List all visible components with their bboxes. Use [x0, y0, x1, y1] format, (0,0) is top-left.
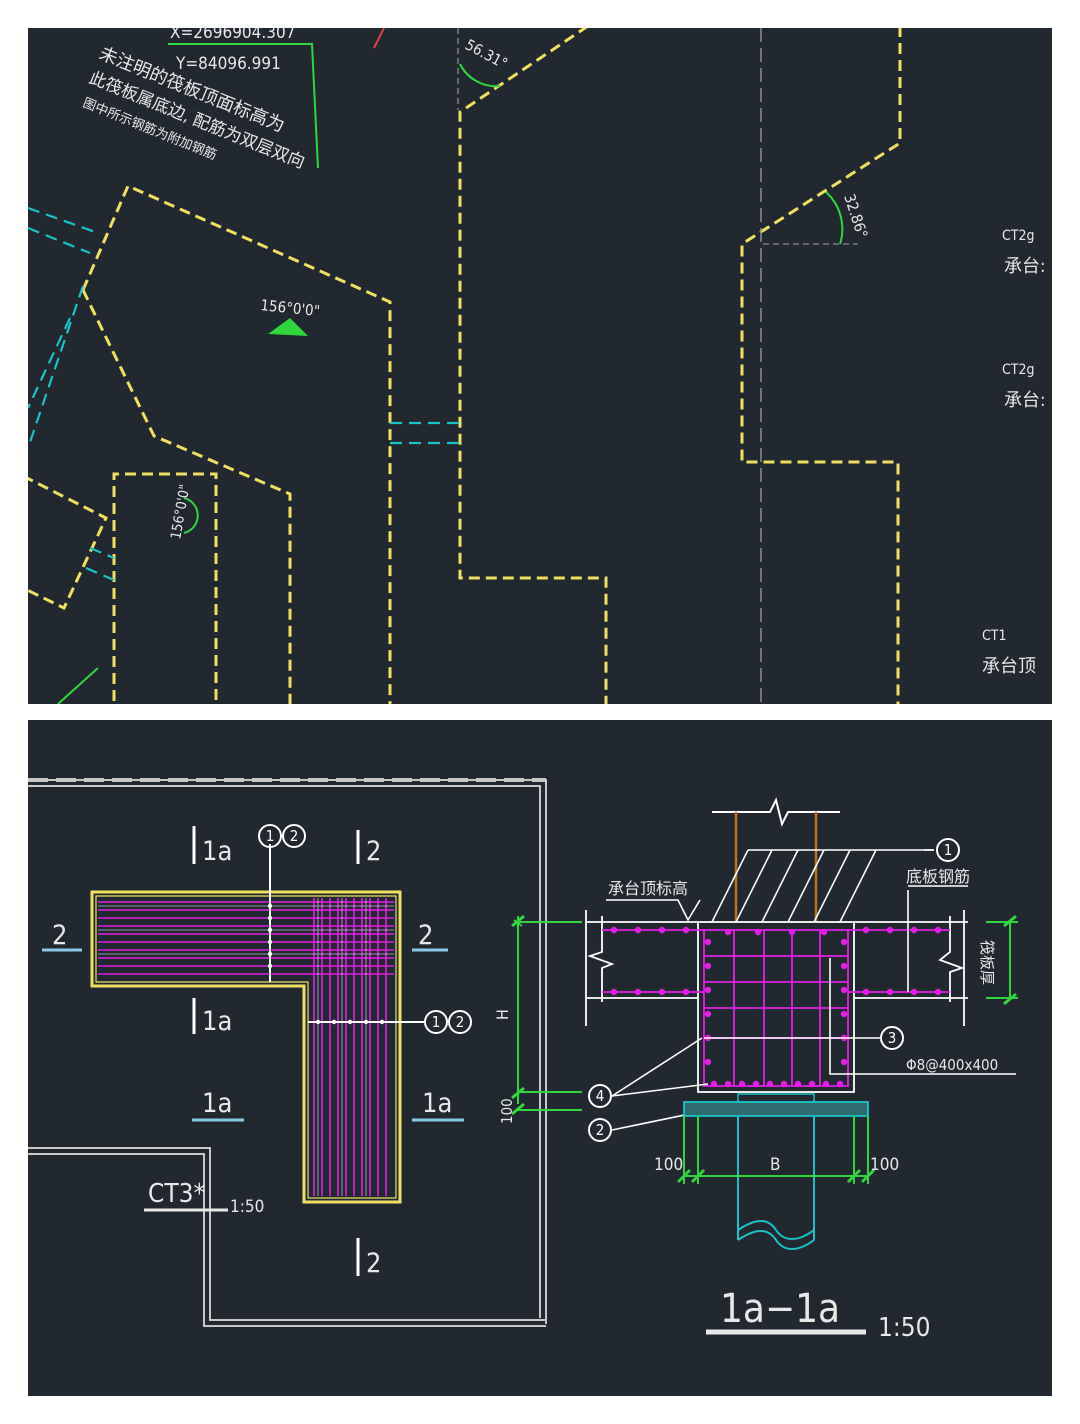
callout-num-1-mid: 1	[432, 1013, 441, 1031]
angle-arc-56	[459, 63, 501, 88]
label-slab-thickness: 筏板厚	[978, 940, 996, 985]
cap-code-ct2g-1: CT2g	[1002, 228, 1035, 244]
section-label-2-left: 2	[52, 920, 67, 951]
callout-circle-2-top	[282, 824, 306, 848]
coordinate-leader	[168, 43, 319, 169]
leader-line	[57, 667, 99, 704]
pile-break	[737, 1220, 815, 1240]
beam-line	[28, 226, 91, 255]
dim-H-label: H	[493, 1009, 512, 1020]
frame-line	[28, 779, 547, 1324]
section-label-2-right: 2	[418, 920, 433, 951]
dim-100-bottom-left: 100	[654, 1155, 683, 1175]
top-drawing-panel[interactable]: X=2696904.307 Y=84096.991 未注明的筏板顶面标高为 此筏…	[28, 28, 1052, 704]
cap-plan-l-shape	[90, 844, 424, 1204]
section-callout-circle-3	[880, 1026, 904, 1050]
section-label-1a-right: 1a	[422, 1088, 452, 1119]
section-label-1a-left: 1a	[202, 1088, 232, 1119]
angle-mark-156	[268, 318, 308, 336]
section-label-2-bottom: 2	[366, 1248, 381, 1279]
beam-line	[85, 566, 115, 582]
raft-outline-center	[458, 28, 608, 704]
beam-line	[89, 546, 115, 560]
label-bottom-rebar: 底板钢筋	[906, 867, 970, 886]
cap-note-ct2g-2: 承台:	[1004, 390, 1045, 411]
cap-code-ct1: CT1	[982, 628, 1007, 644]
frame-lower-inner	[28, 1153, 546, 1327]
raft-outline-right	[740, 28, 902, 704]
plan-scale: 1:50	[230, 1197, 264, 1217]
callout-circle-1-top	[258, 824, 282, 848]
section-callout-circle-1	[936, 838, 960, 862]
red-fragment	[373, 28, 385, 49]
cushion-layer	[683, 1101, 869, 1117]
section-callout-num-3: 3	[888, 1029, 897, 1047]
callout-num-2-top: 2	[290, 827, 299, 845]
beam-line	[28, 317, 71, 409]
raft-outline-polygon	[81, 184, 392, 704]
section-callout-circle-2	[588, 1118, 612, 1142]
leader-stirrup	[829, 958, 1016, 1075]
section-callout-circle-4	[588, 1084, 612, 1108]
angle-label-32: 32.86°	[840, 192, 871, 241]
section-label-1a-mid: 1a	[202, 1006, 232, 1037]
raft-strip-narrow	[112, 472, 218, 704]
coordinate-x-label: X=2696904.307	[170, 28, 295, 43]
bottom-drawing-panel[interactable]: 1a 2 2 2 1a 1a 1a 2 1 2 1 2 CT3* 1:50	[28, 720, 1052, 1396]
cap-outline	[697, 921, 855, 1093]
angle-label-56: 56.31°	[462, 36, 511, 73]
cap-note-ct2g-1: 承台:	[1004, 256, 1045, 277]
angle-arc-32	[825, 191, 844, 245]
callout-num-1-top: 1	[266, 827, 275, 845]
beam-line	[28, 285, 85, 449]
frame-line-inner	[28, 785, 541, 1318]
leader-4-a	[611, 1037, 703, 1097]
raft-outline-left	[28, 476, 108, 611]
column-break-line	[712, 797, 840, 827]
plan-title: CT3*	[148, 1179, 205, 1209]
break-left	[587, 916, 615, 1002]
cap-note-ct1: 承台顶	[982, 656, 1036, 677]
callout-circle-2-mid	[448, 1010, 472, 1034]
dim-100-left: 100	[498, 1098, 516, 1124]
raft-plan-canvas[interactable]: X=2696904.307 Y=84096.991 未注明的筏板顶面标高为 此筏…	[28, 28, 1052, 704]
section-callout-num-4: 4	[596, 1087, 605, 1105]
angle-label-156-a: 156°0'0"	[260, 296, 321, 320]
angle-arc-156b	[183, 497, 199, 534]
section-callout-num-1: 1	[944, 841, 953, 859]
callout-num-2-mid: 2	[456, 1013, 465, 1031]
stirrup-spec: Φ8@400x400	[906, 1056, 998, 1074]
section-label-1a-top: 1a	[202, 836, 232, 867]
angle-label-156-b: 156°0'0"	[168, 483, 193, 541]
leader-4-b	[611, 1083, 709, 1097]
cap-code-ct2g-2: CT2g	[1002, 362, 1035, 378]
dim-100-bottom-right: 100	[870, 1155, 899, 1175]
section-scale: 1:50	[878, 1313, 931, 1343]
pile-head	[737, 1093, 815, 1103]
coordinate-y-label: Y=84096.991	[175, 54, 281, 74]
leader-cap-top	[606, 899, 701, 922]
label-cap-top-elev: 承台顶标高	[608, 879, 688, 898]
break-right	[938, 916, 965, 1002]
section-callout-num-2: 2	[596, 1121, 605, 1139]
dim-B-label: B	[770, 1155, 781, 1175]
callout-circle-1-mid	[424, 1010, 448, 1034]
section-title: 1a−1a	[720, 1286, 840, 1332]
cap-detail-canvas[interactable]: 1a 2 2 2 1a 1a 1a 2 1 2 1 2 CT3* 1:50	[28, 720, 1052, 1396]
frame-lower	[28, 1147, 546, 1321]
section-label-2-top: 2	[366, 836, 381, 867]
beam-line	[28, 206, 99, 235]
